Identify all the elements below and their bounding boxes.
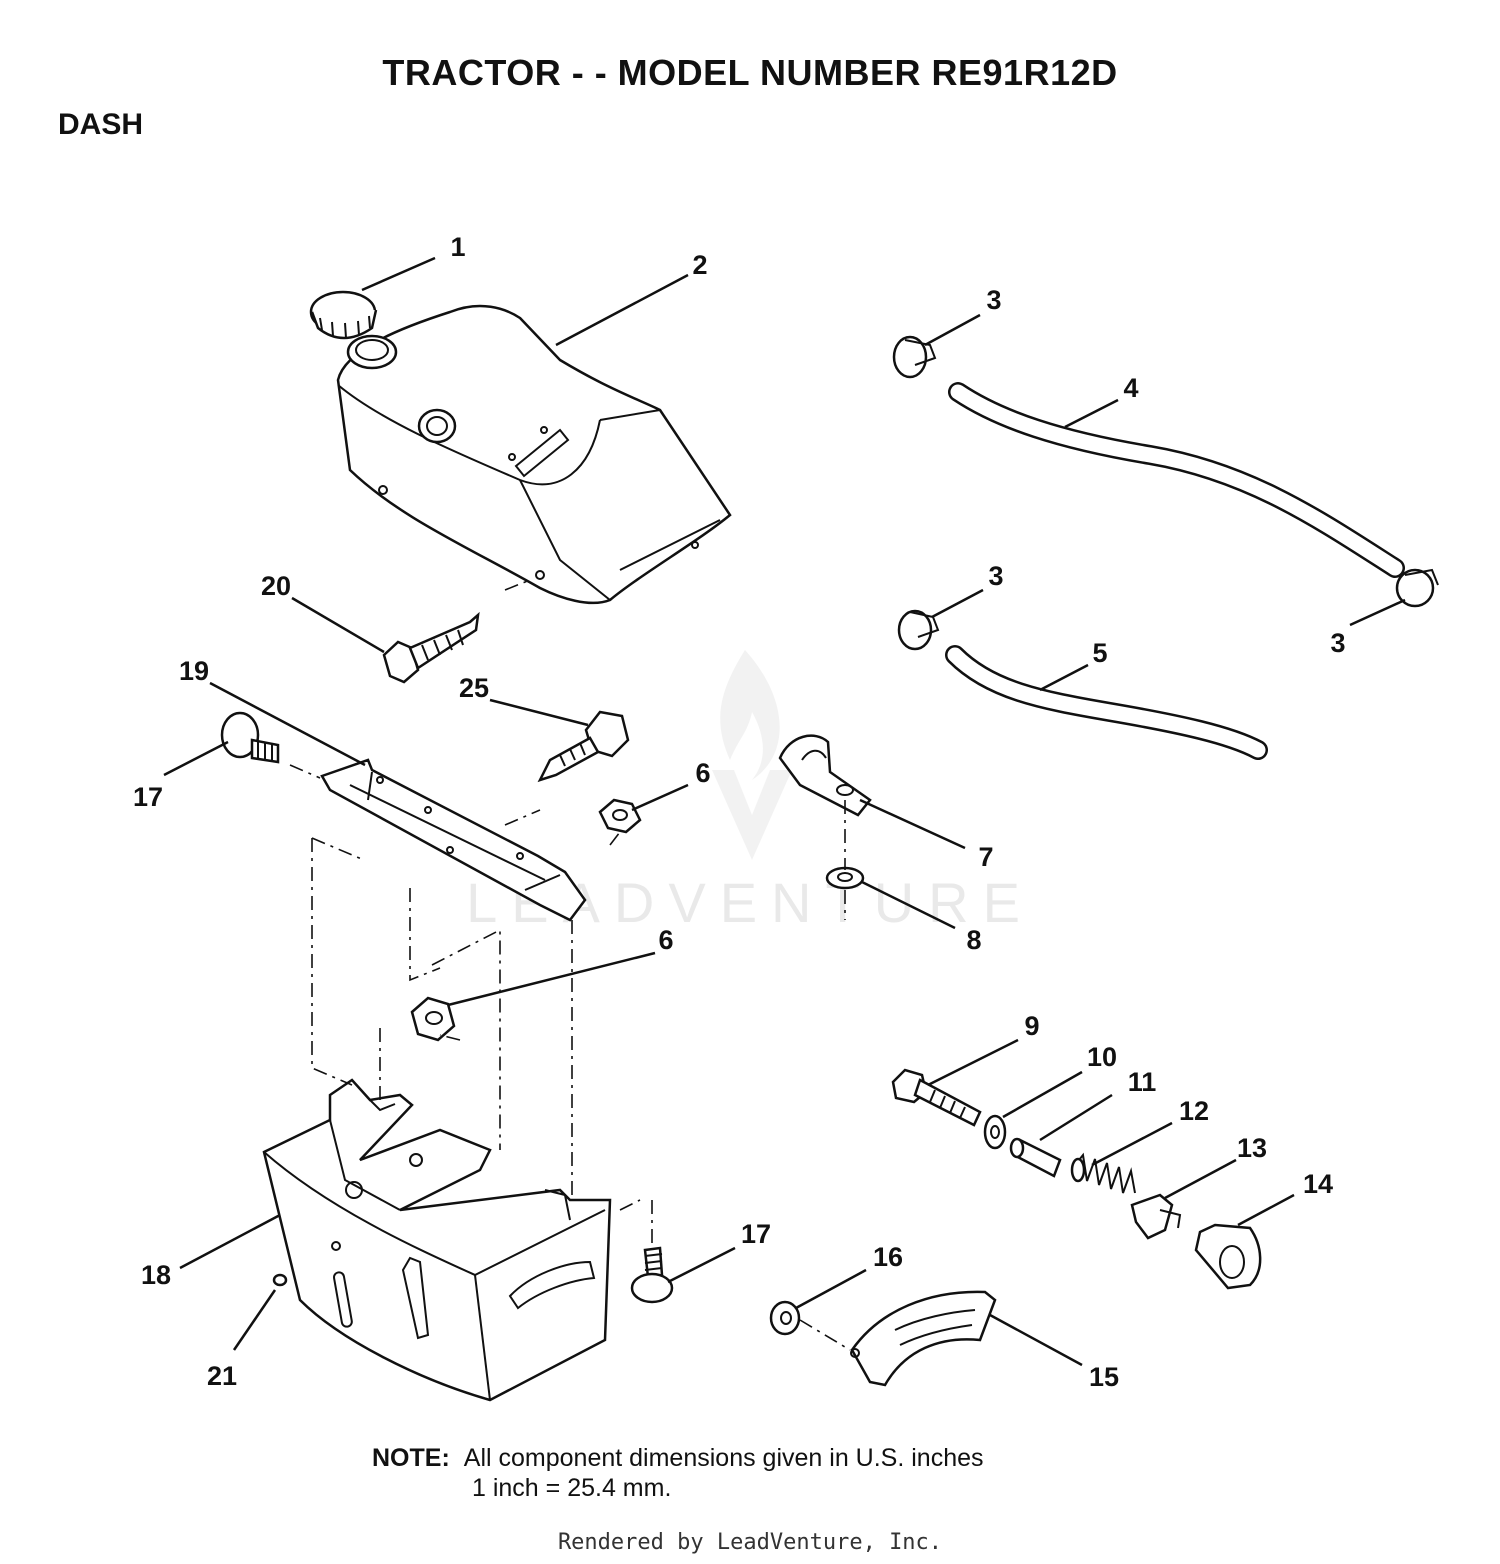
- callout-9: 9: [1024, 1011, 1039, 1041]
- part-fuel-tank-hood: [336, 304, 732, 605]
- callout-3: 3: [988, 561, 1003, 591]
- part-quadrant-plate: [850, 1290, 997, 1387]
- part-hose-clamp-upper: [892, 335, 937, 379]
- callout-7: 7: [978, 842, 993, 872]
- callout-6: 6: [658, 925, 673, 955]
- part-nut-6-upper: [598, 798, 642, 834]
- watermark-logo: [712, 650, 792, 860]
- part-nut-6-lower: [410, 996, 456, 1042]
- part-bolt-17-upper: [220, 711, 280, 764]
- callout-15: 15: [1089, 1362, 1119, 1392]
- part-screw-21: [272, 1273, 288, 1287]
- callout-21: 21: [207, 1361, 237, 1391]
- part-washer-10: [983, 1114, 1007, 1150]
- part-bolt-25: [537, 710, 630, 783]
- callout-17: 17: [741, 1219, 771, 1249]
- callout-2: 2: [692, 250, 707, 280]
- part-spring-12: [1070, 1152, 1136, 1194]
- part-dash-bracket: [320, 758, 587, 922]
- callout-labels: 1 2 3 4 3 3 5 20 19 25 17 6 7 8 6 9 10 1…: [133, 232, 1346, 1392]
- part-hose-clamp-right: [1395, 568, 1439, 608]
- callout-14: 14: [1303, 1169, 1333, 1199]
- leader-lines: [163, 256, 1406, 1367]
- callout-25: 25: [459, 673, 489, 703]
- callout-3: 3: [986, 285, 1001, 315]
- callout-4: 4: [1123, 373, 1138, 403]
- section-label: DASH: [58, 108, 144, 141]
- callout-13: 13: [1237, 1133, 1267, 1163]
- note-label: NOTE:: [372, 1444, 450, 1472]
- part-knob-14: [1194, 1223, 1262, 1290]
- callout-11: 11: [1128, 1067, 1157, 1097]
- callout-17: 17: [133, 782, 163, 812]
- part-spacer-11: [1009, 1137, 1062, 1178]
- part-slide-13: [1130, 1193, 1182, 1240]
- part-bolt-17-lower: [630, 1246, 674, 1304]
- callout-10: 10: [1087, 1042, 1117, 1072]
- part-screw-20: [382, 611, 480, 684]
- callout-1: 1: [450, 232, 465, 262]
- part-bushing-16: [769, 1300, 801, 1336]
- callout-16: 16: [873, 1242, 903, 1272]
- callout-19: 19: [179, 656, 209, 686]
- note-line-2: 1 inch = 25.4 mm.: [472, 1474, 672, 1502]
- part-clip-7: [778, 734, 872, 817]
- part-hose-clamp-middle: [897, 609, 940, 651]
- callout-20: 20: [261, 571, 291, 601]
- diagram-title: TRACTOR - - MODEL NUMBER RE91R12D: [382, 52, 1118, 93]
- note-line-1: All component dimensions given in U.S. i…: [463, 1444, 984, 1472]
- dimension-note: NOTE: All component dimensions given in U…: [372, 1443, 984, 1503]
- part-dash-panel: [262, 1078, 612, 1402]
- part-washer-8: [825, 866, 865, 890]
- part-fuel-hose-short: [945, 645, 1268, 760]
- callout-8: 8: [966, 925, 981, 955]
- part-bolt-9: [891, 1068, 982, 1127]
- callout-18: 18: [141, 1260, 171, 1290]
- callout-6: 6: [695, 758, 710, 788]
- part-fuel-hose-long: [948, 382, 1405, 578]
- callout-5: 5: [1092, 638, 1107, 668]
- alignment-lines: [289, 579, 851, 1351]
- part-fuel-cap: [309, 290, 378, 340]
- callout-3: 3: [1330, 628, 1345, 658]
- footer-credit: Rendered by LeadVenture, Inc.: [557, 1530, 943, 1555]
- callout-12: 12: [1179, 1096, 1209, 1126]
